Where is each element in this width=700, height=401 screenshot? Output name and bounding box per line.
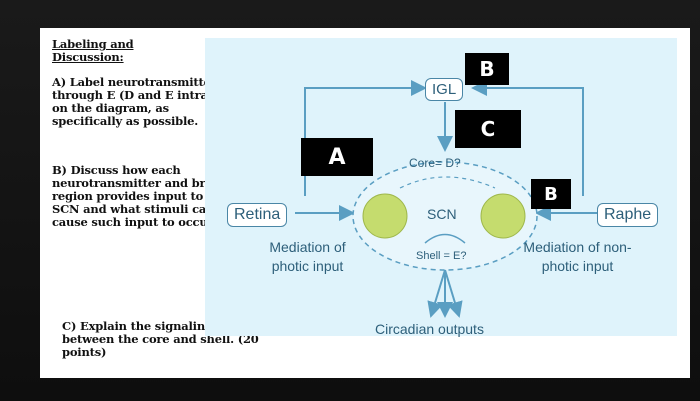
- diagram-arrows: [295, 80, 597, 318]
- left-nucleus: [362, 193, 408, 239]
- scn-diagram: IGL Retina Raphe Core= D? SCN Shell = E?…: [205, 38, 677, 337]
- retina-box: Retina: [227, 203, 288, 227]
- right-nucleus: [480, 193, 526, 239]
- raphe-to-igl-arrow: [471, 80, 584, 196]
- label-box-b-top: B: [465, 53, 509, 85]
- mediation-nonphotic-label: Mediation of non-photic input: [523, 239, 632, 274]
- question-part-a: A) Label neurotransmitters A through E (…: [52, 75, 241, 128]
- question-part-b: B) Discuss how each neurotransmitter and…: [52, 163, 228, 229]
- label-box-b-right: B: [531, 179, 571, 209]
- raphe-box: Raphe: [597, 203, 659, 227]
- question-text: Labeling and Discussion: A) Label neurot…: [52, 38, 242, 229]
- label-box-c: C: [455, 110, 521, 148]
- output-arrow-left: [427, 269, 446, 318]
- scn-shell-outline: [352, 161, 538, 271]
- question-title: Labeling and Discussion:: [52, 37, 134, 64]
- output-arrow-right: [444, 269, 463, 318]
- label-box-a: A: [301, 138, 373, 176]
- scn-label: SCN: [427, 206, 457, 222]
- shell-label: Shell = E?: [416, 250, 467, 262]
- core-label: Core= D?: [409, 156, 461, 170]
- circadian-outputs-label: Circadian outputs: [375, 321, 484, 337]
- igl-box: IGL: [425, 78, 464, 101]
- mediation-photic-label: Mediation of photic input: [269, 239, 346, 274]
